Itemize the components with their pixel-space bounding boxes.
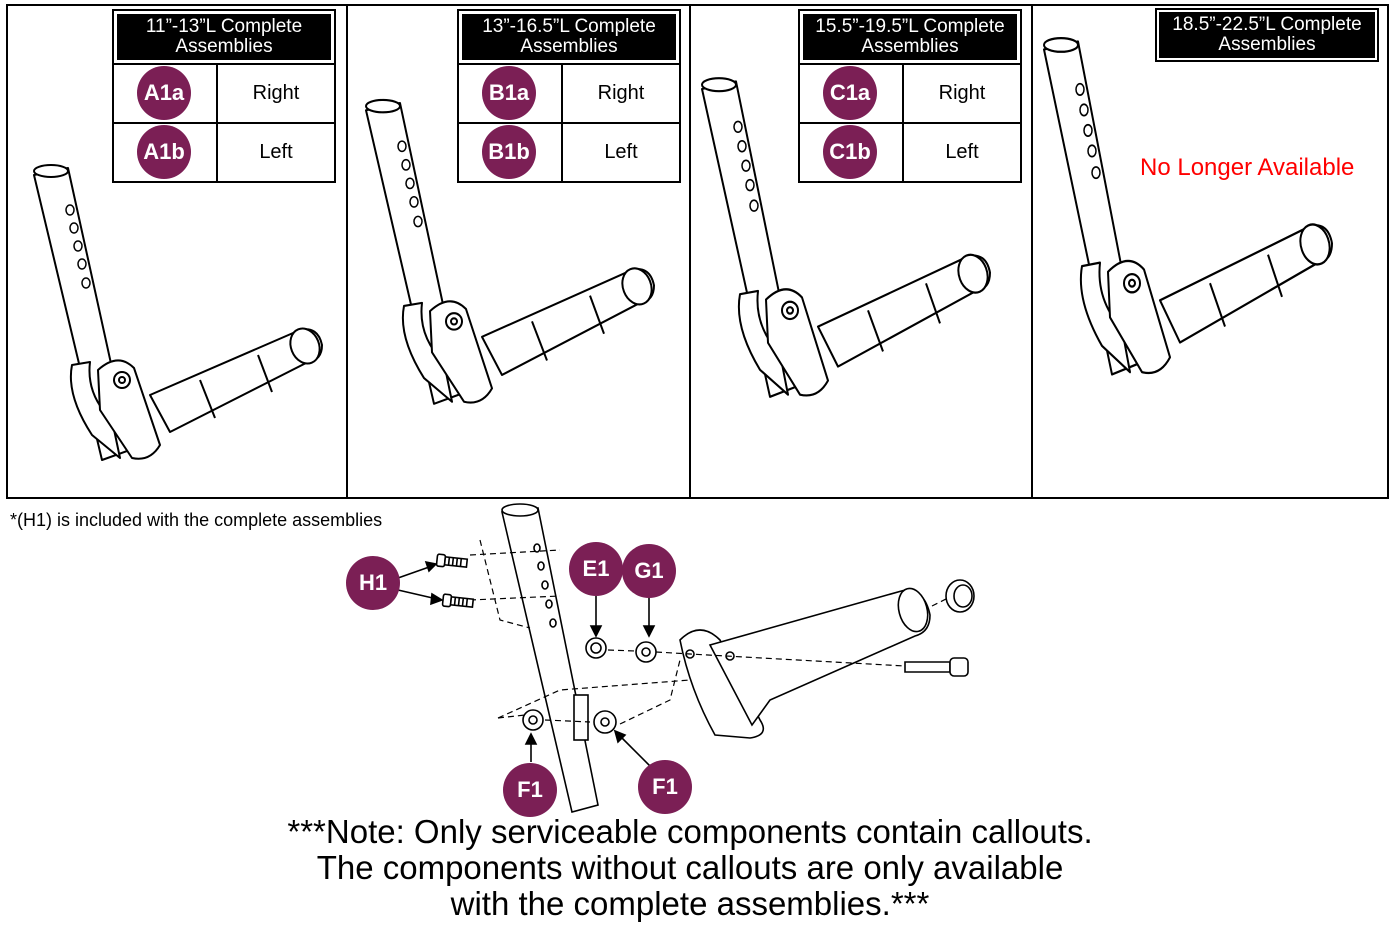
assembly-table-d: 18.5”-22.5”L Complete Assemblies xyxy=(1155,8,1379,62)
callout-badge: C1a xyxy=(823,66,877,120)
exploded-view xyxy=(435,503,975,813)
callout-badge-f1-right: F1 xyxy=(638,760,692,814)
assembly-title-b: 13”-16.5”L Complete Assemblies xyxy=(462,14,676,60)
assembly-title-d: 18.5”-22.5”L Complete Assemblies xyxy=(1155,8,1379,62)
no-longer-available-label: No Longer Available xyxy=(1140,154,1355,181)
callout-badge: A1b xyxy=(137,125,191,179)
side-label: Right xyxy=(597,82,645,104)
title-line: Assemblies xyxy=(1218,34,1316,55)
panel-d xyxy=(1031,4,1389,499)
side-label: Left xyxy=(259,141,293,163)
side-label: Left xyxy=(604,141,638,163)
side-label: Right xyxy=(938,82,986,104)
footnote: *(H1) is included with the complete asse… xyxy=(10,510,383,530)
note-line: with the complete assemblies.*** xyxy=(450,885,930,922)
table-row: C1a Right xyxy=(800,63,1020,122)
callout-badge-e1: E1 xyxy=(569,542,623,596)
assembly-table-b: 13”-16.5”L Complete Assemblies B1a Right… xyxy=(457,9,681,183)
service-note: ***Note: Only serviceable components con… xyxy=(140,814,1240,922)
callout-badge: B1a xyxy=(482,66,536,120)
callout-badge: A1a xyxy=(137,66,191,120)
table-row: C1b Left xyxy=(800,122,1020,181)
title-line: 18.5”-22.5”L Complete xyxy=(1172,14,1362,35)
callout-badge: C1b xyxy=(823,125,877,179)
note-line: ***Note: Only serviceable components con… xyxy=(287,813,1093,850)
callout-badge-f1-left: F1 xyxy=(503,763,557,817)
note-line: The components without callouts are only… xyxy=(316,849,1064,886)
table-row: B1b Left xyxy=(459,122,679,181)
title-line: Assemblies xyxy=(175,36,273,57)
table-row: A1a Right xyxy=(114,63,334,122)
title-line: 15.5”-19.5”L Complete xyxy=(815,16,1005,37)
table-row: A1b Left xyxy=(114,122,334,181)
side-label: Right xyxy=(252,82,300,104)
assembly-d-drawing xyxy=(1042,36,1336,376)
table-row: B1a Right xyxy=(459,63,679,122)
side-label: Left xyxy=(945,141,979,163)
title-line: Assemblies xyxy=(861,36,959,57)
callout-badge-h1: H1 xyxy=(346,556,400,610)
title-line: 11”-13”L Complete xyxy=(145,16,303,37)
assembly-title-a: 11”-13”L Complete Assemblies xyxy=(117,14,331,60)
title-line: Assemblies xyxy=(520,36,618,57)
assembly-title-c: 15.5”-19.5”L Complete Assemblies xyxy=(803,14,1017,60)
title-line: 13”-16.5”L Complete xyxy=(482,16,656,37)
callout-badge-g1: G1 xyxy=(622,544,676,598)
assembly-table-a: 11”-13”L Complete Assemblies A1a Right A… xyxy=(112,9,336,183)
assembly-table-c: 15.5”-19.5”L Complete Assemblies C1a Rig… xyxy=(798,9,1022,183)
callout-badge: B1b xyxy=(482,125,536,179)
assembly-a-drawing xyxy=(33,164,326,461)
